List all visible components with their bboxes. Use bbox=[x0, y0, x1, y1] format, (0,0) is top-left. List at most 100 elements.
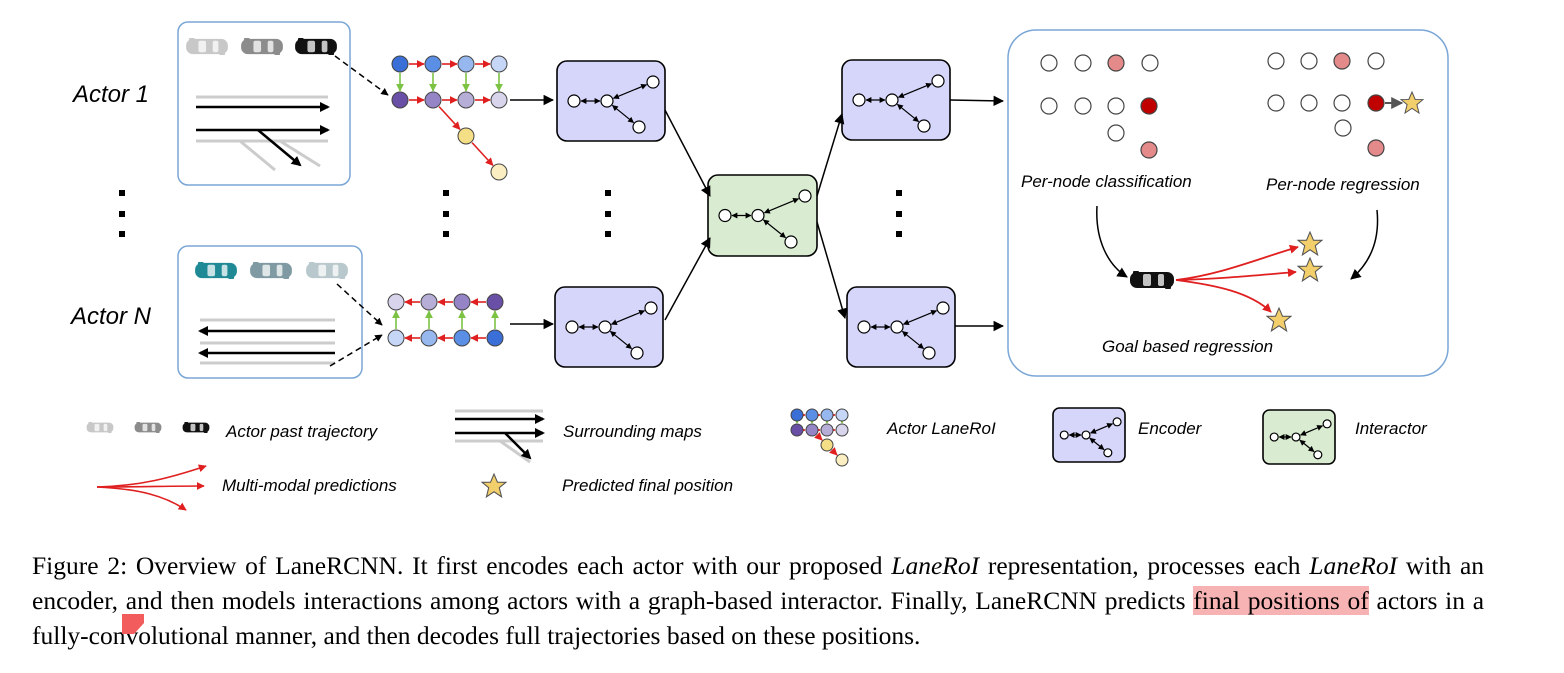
lane-node bbox=[835, 423, 849, 437]
car-icon bbox=[182, 422, 210, 433]
legend-interactor: Interactor bbox=[1355, 419, 1428, 438]
per-node-classification-label: Per-node classification bbox=[1021, 172, 1192, 191]
graph-node bbox=[1322, 419, 1332, 429]
caption-part: with an encoder, and then models interac… bbox=[32, 551, 1485, 615]
car-icon bbox=[250, 261, 292, 280]
lane-node bbox=[457, 91, 475, 109]
graph-edge bbox=[610, 309, 646, 326]
output-node bbox=[1300, 94, 1318, 112]
graph-node bbox=[784, 235, 798, 249]
graph-edge bbox=[611, 104, 635, 124]
lane-node bbox=[424, 55, 442, 73]
ellipsis-dots bbox=[119, 190, 902, 237]
graph-node bbox=[931, 74, 945, 88]
lane-node bbox=[457, 127, 475, 145]
actor-1-label: Actor 1 bbox=[71, 81, 149, 108]
caption-term-laneroi: LaneRoI bbox=[891, 551, 980, 580]
actor-n-input-box bbox=[177, 245, 363, 379]
graph-edge bbox=[1089, 437, 1105, 451]
graph-node bbox=[1269, 432, 1279, 442]
output-node bbox=[1107, 97, 1125, 115]
lane-node bbox=[820, 438, 834, 452]
curved-arrow bbox=[1350, 209, 1379, 280]
red-edge bbox=[814, 432, 823, 441]
graph-node bbox=[646, 75, 660, 89]
lane-node bbox=[486, 329, 504, 347]
red-edge bbox=[471, 142, 494, 166]
lane-node bbox=[391, 55, 409, 73]
output-node bbox=[1074, 54, 1092, 72]
legend-encoder-icon bbox=[1052, 407, 1126, 463]
output-node bbox=[1267, 94, 1285, 112]
encoder-box bbox=[554, 286, 664, 368]
lane-node bbox=[457, 55, 475, 73]
lane-node bbox=[387, 329, 405, 347]
legend-lane-roi-icon bbox=[790, 408, 849, 467]
car-icon bbox=[1130, 271, 1174, 289]
lane-node bbox=[453, 293, 471, 311]
caption-highlight[interactable]: final positions of bbox=[1193, 586, 1369, 615]
lane-node bbox=[805, 423, 819, 437]
lane-node bbox=[420, 329, 438, 347]
lane-node bbox=[490, 91, 508, 109]
graph-node bbox=[885, 93, 899, 107]
caption-prefix: Figure 2: Overview of LaneRCNN. It first… bbox=[32, 551, 892, 580]
output-node bbox=[1333, 94, 1351, 112]
surrounding-map-icon bbox=[196, 95, 330, 172]
car-icon bbox=[195, 261, 237, 280]
lane-node bbox=[835, 453, 849, 467]
legend-past-trajectory: Actor past trajectory bbox=[225, 422, 379, 441]
graph-node bbox=[1291, 432, 1301, 442]
graph-node bbox=[600, 94, 614, 108]
output-node bbox=[1141, 54, 1159, 72]
dashed-arrow bbox=[329, 334, 383, 367]
legend-interactor-icon bbox=[1262, 409, 1336, 465]
graph-edge bbox=[763, 197, 800, 214]
graph-node bbox=[798, 189, 812, 203]
lane-node bbox=[387, 293, 405, 311]
graph-node bbox=[632, 120, 646, 134]
graph-node bbox=[917, 119, 931, 133]
graph-node bbox=[567, 94, 581, 108]
graph-node bbox=[922, 346, 936, 360]
output-node bbox=[1140, 141, 1158, 159]
lane-node bbox=[805, 408, 819, 422]
output-node bbox=[1367, 52, 1385, 70]
actor-1-lane-roi bbox=[391, 55, 508, 181]
multi-modal-prediction-arrows bbox=[1175, 244, 1299, 313]
graph-edge bbox=[902, 309, 938, 326]
output-node bbox=[1267, 52, 1285, 70]
graph-node bbox=[890, 320, 904, 334]
output-node bbox=[1300, 52, 1318, 70]
legend-multi-modal-icon bbox=[96, 464, 207, 511]
output-node bbox=[1367, 94, 1385, 112]
legend-final-position: Predicted final position bbox=[562, 476, 733, 495]
lane-node bbox=[420, 293, 438, 311]
graph-node bbox=[630, 346, 644, 360]
actor-1-input-box bbox=[177, 21, 351, 186]
caption-part: representation, processes each bbox=[979, 551, 1310, 580]
graph-edge bbox=[901, 330, 925, 350]
flow-arrows bbox=[510, 94, 1005, 332]
lane-node bbox=[490, 55, 508, 73]
dashed-arrow bbox=[336, 283, 383, 326]
graph-node bbox=[1112, 417, 1122, 427]
per-node-regression-label: Per-node regression bbox=[1266, 175, 1420, 194]
graph-node bbox=[565, 320, 579, 334]
car-icon bbox=[186, 37, 228, 56]
caption-term-laneroi: LaneRoI bbox=[1309, 551, 1398, 580]
actor-n-lane-roi bbox=[387, 293, 504, 347]
legend: Actor past trajectory Surrounding maps A… bbox=[86, 409, 1428, 511]
lane-node bbox=[820, 423, 834, 437]
graph-edge bbox=[897, 82, 933, 99]
lane-node bbox=[820, 408, 834, 422]
output-node bbox=[1040, 97, 1058, 115]
graph-node bbox=[1059, 430, 1069, 440]
annotation-note-icon[interactable] bbox=[122, 614, 144, 634]
output-node bbox=[1040, 54, 1058, 72]
legend-multi-modal: Multi-modal predictions bbox=[222, 476, 397, 495]
lane-node bbox=[424, 91, 442, 109]
graph-node bbox=[1081, 430, 1091, 440]
graph-node bbox=[718, 208, 732, 223]
